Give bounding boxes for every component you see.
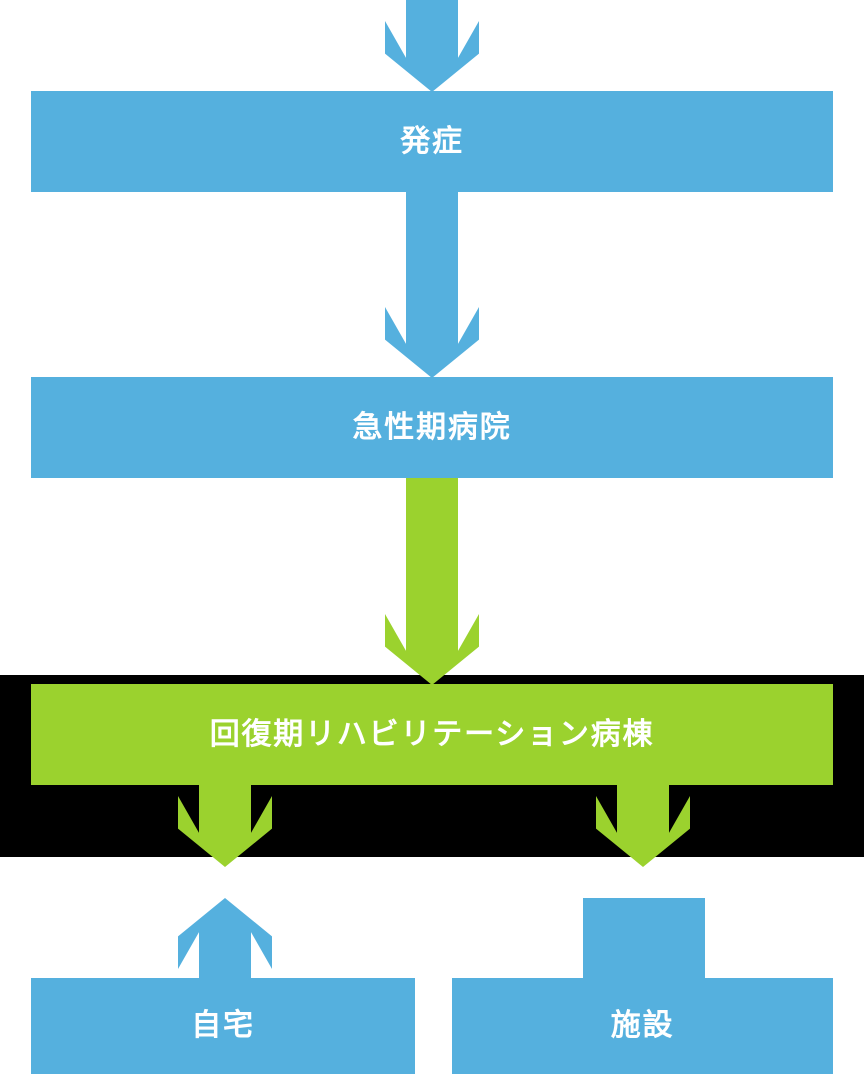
arrow-down-icon <box>373 0 491 92</box>
node-acute-hospital: 急性期病院 <box>31 377 833 478</box>
node-label-facility: 施設 <box>610 1009 675 1042</box>
arrow-down-icon <box>166 784 284 867</box>
arrow-up-icon <box>166 898 284 980</box>
node-label-acute-hospital: 急性期病院 <box>352 410 512 444</box>
node-label-home: 自宅 <box>191 1009 255 1042</box>
node-label-onset: 発症 <box>400 124 464 158</box>
connector-bar-facility-to-recovery-ward <box>583 898 705 980</box>
node-recovery-ward: 回復期リハビリテーション病棟 <box>31 684 833 785</box>
arrow-down-icon <box>584 784 702 867</box>
node-label-recovery-ward: 回復期リハビリテーション病棟 <box>209 717 655 751</box>
node-home: 自宅 <box>31 978 415 1074</box>
node-onset: 発症 <box>31 91 833 192</box>
arrow-down-icon <box>373 477 491 685</box>
arrow-down-icon <box>373 191 491 378</box>
node-facility: 施設 <box>452 978 833 1074</box>
